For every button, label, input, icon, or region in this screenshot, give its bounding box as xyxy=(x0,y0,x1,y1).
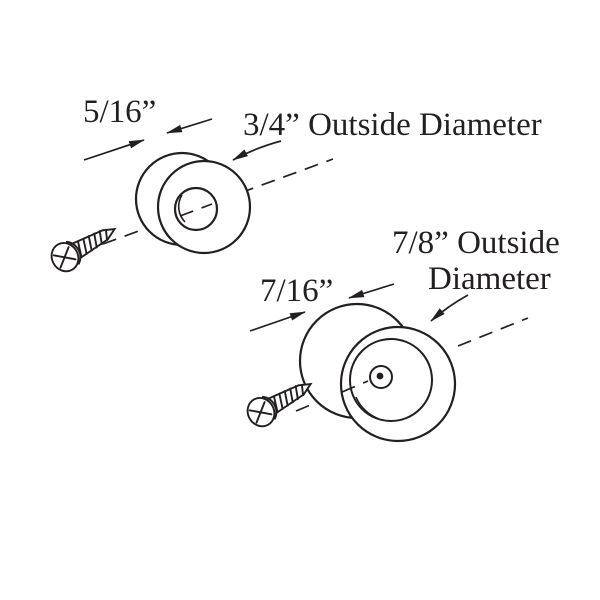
large-bumper-recess-depth-edge xyxy=(355,396,380,420)
large-bumper-center-hole xyxy=(376,372,384,380)
phillips-cross-icon xyxy=(52,246,77,269)
screw-head xyxy=(246,397,276,428)
screw-threads xyxy=(272,383,305,413)
centerline-icon xyxy=(457,317,529,347)
centerline-icon xyxy=(295,400,321,412)
centerline-icon xyxy=(239,158,334,194)
width-dimension-arrow xyxy=(166,118,213,134)
centerline-icon xyxy=(341,380,369,393)
phillips-cross-icon xyxy=(248,401,273,424)
small-bumper-hole xyxy=(173,186,219,232)
large-bumper-hub xyxy=(369,365,393,389)
centerline-icon xyxy=(179,203,213,217)
large-bumper-recess xyxy=(349,338,433,422)
small-bumper-assembly: 5/16” 3/4” Outside Diameter xyxy=(50,94,542,273)
diameter-leader-arrow xyxy=(232,140,282,161)
large-bumper-diameter-label-line2: Diameter xyxy=(428,261,551,297)
diameter-leader-arrow xyxy=(430,294,469,322)
large-screw-icon xyxy=(246,382,313,428)
large-bumper-assembly: 7/8” Outside Diameter 7/16” xyxy=(246,225,560,443)
screw-head xyxy=(50,242,80,273)
small-bumper-diameter-label: 3/4” Outside Diameter xyxy=(243,107,542,143)
screw-shaft-fill xyxy=(267,384,311,415)
small-bumper-width-label: 5/16” xyxy=(83,94,156,130)
small-bumper-bore-edge xyxy=(177,194,186,223)
width-dimension-arrow xyxy=(83,139,145,161)
width-dimension-arrow xyxy=(348,283,395,299)
small-screw-icon xyxy=(50,227,117,273)
large-bumper-diameter-label-line1: 7/8” Outside xyxy=(392,225,560,261)
large-bumper-front-face xyxy=(339,325,457,443)
large-bumper-width-label: 7/16” xyxy=(260,273,333,309)
width-dimension-arrow xyxy=(249,311,306,332)
screw-head-rim xyxy=(261,395,278,420)
screw-head-rim xyxy=(65,240,82,265)
screw-shaft-fill xyxy=(71,229,115,260)
screw-threads xyxy=(76,228,109,258)
